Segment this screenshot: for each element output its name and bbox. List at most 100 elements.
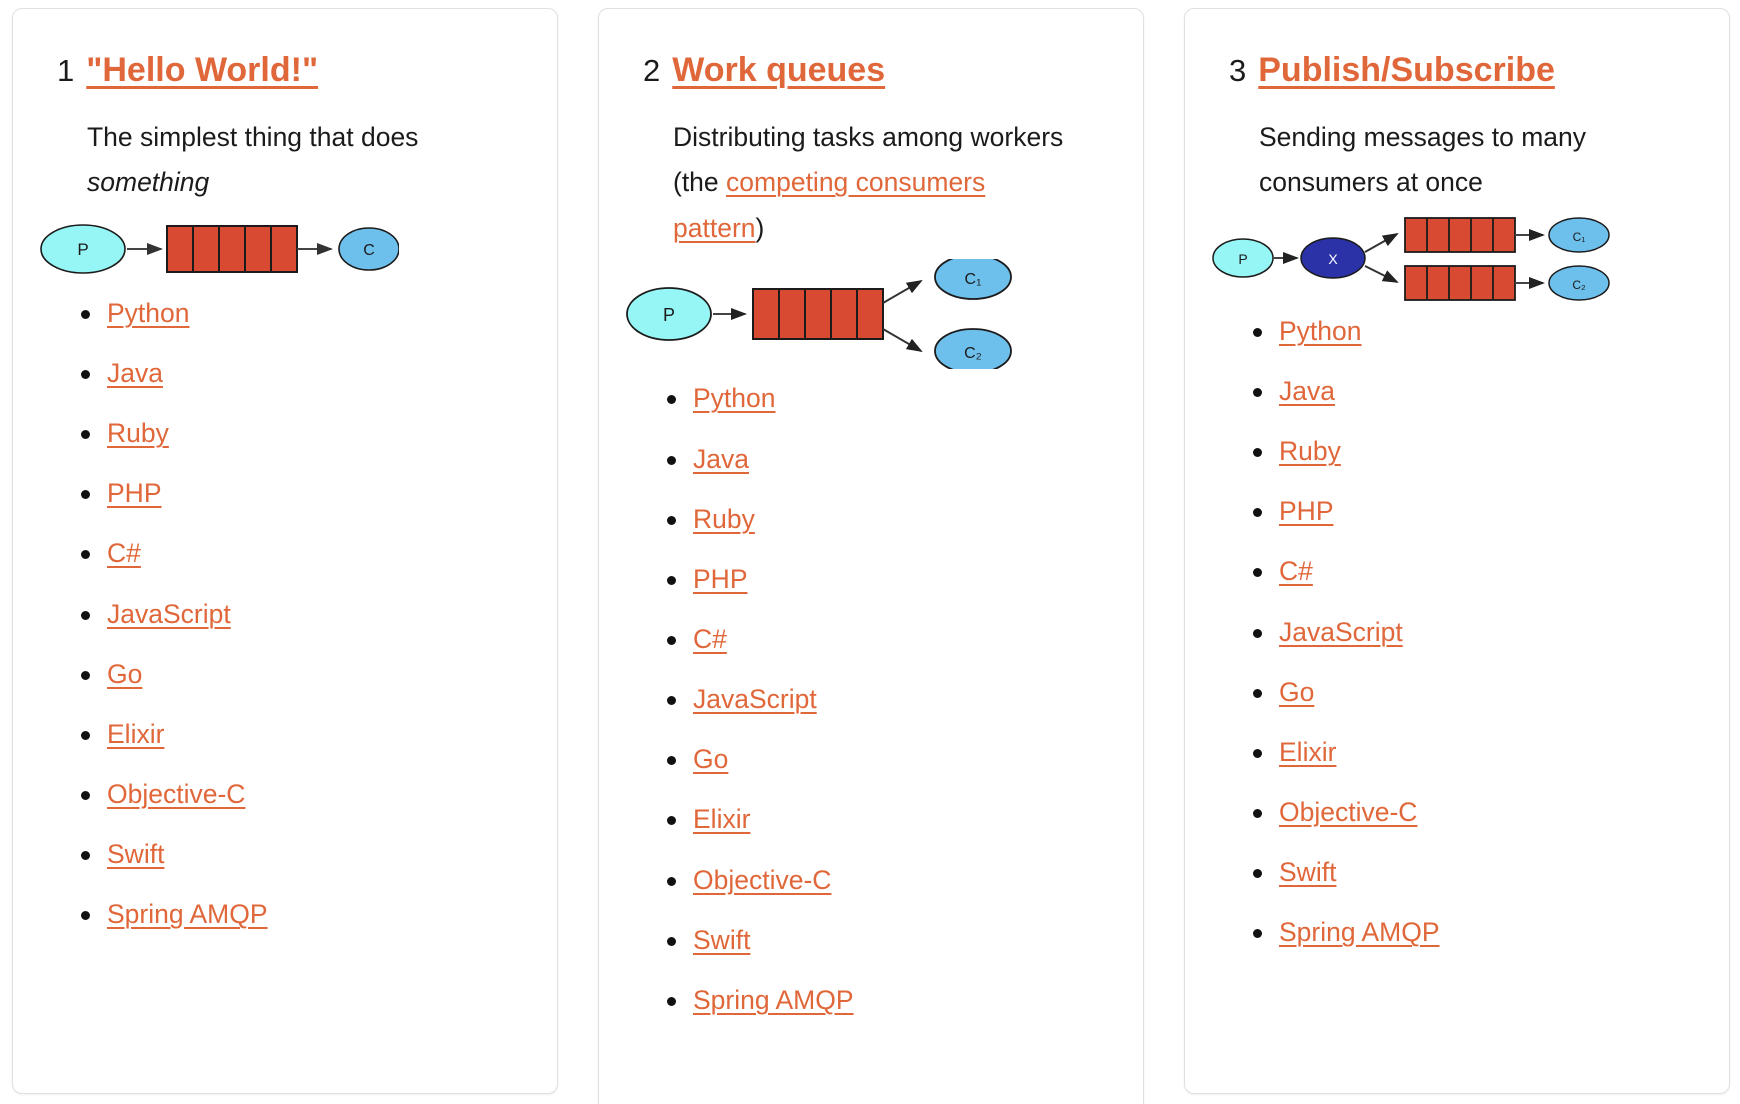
lang-link-swift[interactable]: Swift: [107, 839, 165, 870]
lang-link-java[interactable]: Java: [693, 443, 749, 474]
amqp-flow-svg: P C: [40, 224, 400, 274]
consumer-label: C: [363, 242, 375, 259]
lang-link-swift[interactable]: Swift: [1279, 857, 1337, 888]
card-1-desc-text: The simplest thing that does: [87, 121, 419, 152]
list-item: Go: [663, 745, 1117, 774]
lang-link-php[interactable]: PHP: [1279, 496, 1334, 527]
lang-link-javascript[interactable]: JavaScript: [107, 598, 231, 629]
lang-link-python[interactable]: Python: [107, 297, 190, 328]
card-1-desc-emphasis: something: [87, 167, 210, 198]
lang-link-javascript[interactable]: JavaScript: [1279, 616, 1403, 647]
lang-link-ruby[interactable]: Ruby: [693, 503, 755, 534]
lang-link-elixir[interactable]: Elixir: [107, 718, 165, 749]
producer-label: P: [1238, 251, 1247, 267]
list-item: Go: [77, 658, 531, 689]
competing-consumers-pattern-link[interactable]: competing consumers pattern: [673, 167, 986, 243]
card-3-number: 3: [1229, 53, 1247, 88]
tutorial-card-1: 1 "Hello World!" The simplest thing that…: [12, 8, 558, 1094]
list-item: PHP: [1249, 497, 1703, 526]
lang-link-go[interactable]: Go: [1279, 676, 1315, 707]
list-item: Java: [663, 443, 1117, 474]
exchange-label: X: [1328, 251, 1338, 267]
list-item: JavaScript: [77, 598, 531, 629]
card-2-heading: 2 Work queues: [643, 51, 1117, 89]
list-item: Ruby: [1249, 437, 1703, 466]
queue-node-1: [1404, 216, 1516, 253]
lang-link-python[interactable]: Python: [1279, 315, 1362, 346]
queue-node: [752, 288, 884, 341]
producer-label: P: [77, 240, 88, 259]
list-item: Go: [1249, 676, 1703, 707]
card-3-heading: 3 Publish/Subscribe: [1229, 51, 1703, 89]
lang-link-swift[interactable]: Swift: [693, 924, 751, 955]
lang-link-ruby[interactable]: Ruby: [1279, 436, 1341, 467]
lang-link-python[interactable]: Python: [693, 383, 776, 414]
list-item: Objective-C: [1249, 796, 1703, 827]
producer-label: P: [663, 305, 675, 325]
lang-link-java[interactable]: Java: [1279, 375, 1335, 406]
lang-link-spring-amqp[interactable]: Spring AMQP: [107, 899, 268, 930]
card-1-diagram-hello-world: P C: [39, 214, 531, 289]
arrow-exchange-to-queue-1: [1364, 232, 1399, 253]
consumer-1-label: C₁: [1573, 230, 1586, 244]
card-3-description: Sending messages to many consumers at on…: [1259, 121, 1587, 198]
lang-link-go[interactable]: Go: [693, 744, 729, 775]
lang-link-csharp[interactable]: C#: [693, 623, 727, 654]
lang-link-objective-c[interactable]: Objective-C: [1279, 796, 1418, 827]
list-item: Ruby: [663, 503, 1117, 534]
lang-link-objective-c[interactable]: Objective-C: [693, 864, 832, 895]
lang-link-elixir[interactable]: Elixir: [1279, 736, 1337, 767]
arrow-exchange-to-queue-2: [1364, 264, 1399, 283]
amqp-flow-svg: P C₁ C₂: [626, 254, 1012, 375]
list-item: Objective-C: [663, 864, 1117, 895]
lang-link-php[interactable]: PHP: [107, 478, 162, 509]
card-3-diagram-pub-sub: P X: [1211, 214, 1703, 307]
lang-link-csharp[interactable]: C#: [1279, 556, 1313, 587]
card-2-desc-text: Distributing tasks among workers (the: [673, 121, 1064, 198]
lang-link-spring-amqp[interactable]: Spring AMQP: [1279, 917, 1440, 948]
list-item: PHP: [77, 479, 531, 508]
list-item: Spring AMQP: [77, 900, 531, 929]
lang-link-javascript[interactable]: JavaScript: [693, 684, 817, 715]
card-2-desc-tail: ): [755, 212, 765, 243]
lang-link-spring-amqp[interactable]: Spring AMQP: [693, 984, 854, 1015]
producer-node: [626, 287, 712, 342]
lang-link-elixir[interactable]: Elixir: [693, 804, 751, 835]
lang-link-php[interactable]: PHP: [693, 563, 748, 594]
list-item: Elixir: [77, 718, 531, 749]
list-item: Python: [663, 384, 1117, 413]
card-1-title-link[interactable]: "Hello World!": [86, 51, 319, 89]
queue-node-2: [1404, 264, 1516, 301]
amqp-flow-svg: P X: [1212, 216, 1610, 301]
list-item: Java: [77, 357, 531, 388]
lang-link-go[interactable]: Go: [107, 658, 143, 689]
producer-node: [40, 224, 126, 274]
list-item: JavaScript: [1249, 616, 1703, 647]
list-item: C#: [1249, 557, 1703, 586]
lang-link-objective-c[interactable]: Objective-C: [107, 778, 246, 809]
exchange-node: [1300, 237, 1366, 279]
list-item: C#: [77, 539, 531, 568]
list-item: JavaScript: [663, 685, 1117, 714]
lang-link-java[interactable]: Java: [107, 357, 163, 388]
consumer-2-label: C₂: [964, 345, 982, 362]
lang-link-ruby[interactable]: Ruby: [107, 418, 169, 449]
lang-link-csharp[interactable]: C#: [107, 538, 141, 569]
tutorial-card-3: 3 Publish/Subscribe Sending messages to …: [1184, 8, 1730, 1094]
card-2-number: 2: [643, 53, 661, 88]
arrow-queue-to-consumer-2: [882, 328, 923, 353]
consumer-node-1: [1548, 217, 1610, 253]
card-1-language-list: Python Java Ruby PHP C# JavaScript Go El…: [39, 297, 531, 930]
list-item: Swift: [663, 924, 1117, 955]
card-2-title-link[interactable]: Work queues: [672, 51, 886, 89]
card-1-number: 1: [57, 53, 75, 88]
card-2-diagram-work-queues: P C₁ C₂: [625, 254, 1117, 375]
list-item: Elixir: [1249, 736, 1703, 767]
card-1-heading: 1 "Hello World!": [57, 51, 531, 89]
list-item: Spring AMQP: [1249, 918, 1703, 947]
list-item: Java: [1249, 375, 1703, 406]
card-3-title-link[interactable]: Publish/Subscribe: [1258, 51, 1555, 89]
tutorial-card-2: 2 Work queues Distributing tasks among w…: [598, 8, 1144, 1104]
consumer-2-label: C₂: [1572, 278, 1586, 292]
